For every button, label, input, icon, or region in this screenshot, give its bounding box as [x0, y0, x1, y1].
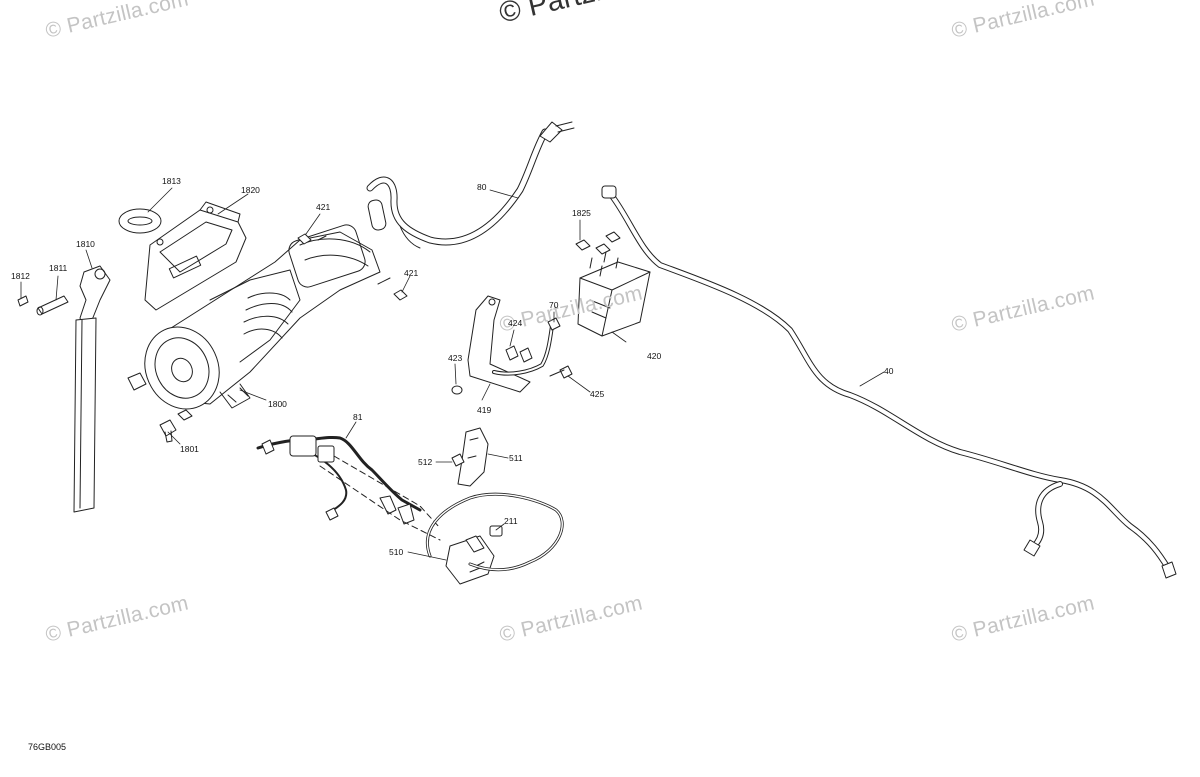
bolt-425-part	[549, 365, 573, 379]
bolt-left-part	[127, 372, 147, 391]
pin-1811-part	[36, 295, 69, 316]
nut-1825-part	[575, 231, 621, 255]
callout-1801[interactable]: 1801	[180, 444, 199, 454]
callout-1811[interactable]: 1811	[49, 263, 68, 273]
bolt-424-part	[505, 345, 533, 363]
fairlead-plate-part	[144, 201, 247, 311]
callout-1812[interactable]: 1812	[11, 271, 30, 281]
bracket-419-part	[467, 295, 531, 393]
contactor-box-420-part	[577, 251, 651, 337]
callout-421-lower[interactable]: 421	[404, 268, 419, 278]
washer-423-part	[451, 385, 463, 395]
switch-510-part	[445, 535, 495, 585]
callout-419[interactable]: 419	[477, 405, 492, 415]
callout-211[interactable]: 211	[504, 516, 518, 526]
screw-512-part	[451, 453, 465, 467]
callout-420[interactable]: 420	[647, 351, 662, 361]
callout-1800[interactable]: 1800	[268, 399, 287, 409]
callout-421-upper[interactable]: 421	[316, 202, 331, 212]
bolt-1801-part	[159, 419, 177, 443]
nut-421-lower-part	[393, 289, 408, 301]
callout-1813[interactable]: 1813	[162, 176, 181, 186]
switch-loop-cable-part	[425, 492, 564, 572]
callout-1820[interactable]: 1820	[241, 185, 260, 195]
callout-511[interactable]: 511	[509, 453, 523, 463]
callout-81[interactable]: 81	[353, 412, 363, 422]
callout-80[interactable]: 80	[477, 182, 487, 192]
clip-1812-part	[17, 295, 29, 307]
leader-lines	[20, 187, 885, 561]
callout-1825[interactable]: 1825	[572, 208, 591, 218]
stud-part	[317, 235, 391, 285]
callout-425[interactable]: 425	[590, 389, 605, 399]
grommet-part	[118, 208, 162, 234]
drawing-code: 76GB005	[28, 742, 67, 752]
switch-harness-81-part	[256, 435, 441, 541]
plug-211-part	[489, 525, 503, 537]
callout-423[interactable]: 423	[448, 353, 463, 363]
wiring-harness-40-part	[601, 185, 1177, 579]
callout-512[interactable]: 512	[418, 457, 433, 467]
callout-1810[interactable]: 1810	[76, 239, 95, 249]
battery-cable-70-part	[492, 317, 561, 376]
callout-510[interactable]: 510	[389, 547, 404, 557]
hook-strap-part	[73, 265, 111, 513]
nut-421-upper-part	[297, 233, 312, 245]
callout-424[interactable]: 424	[508, 318, 523, 328]
winch-cable-80-part	[366, 121, 575, 249]
nut-1801-part	[177, 409, 193, 421]
callout-40[interactable]: 40	[884, 366, 894, 376]
callout-70[interactable]: 70	[549, 300, 559, 310]
bracket-511-part	[457, 427, 489, 487]
